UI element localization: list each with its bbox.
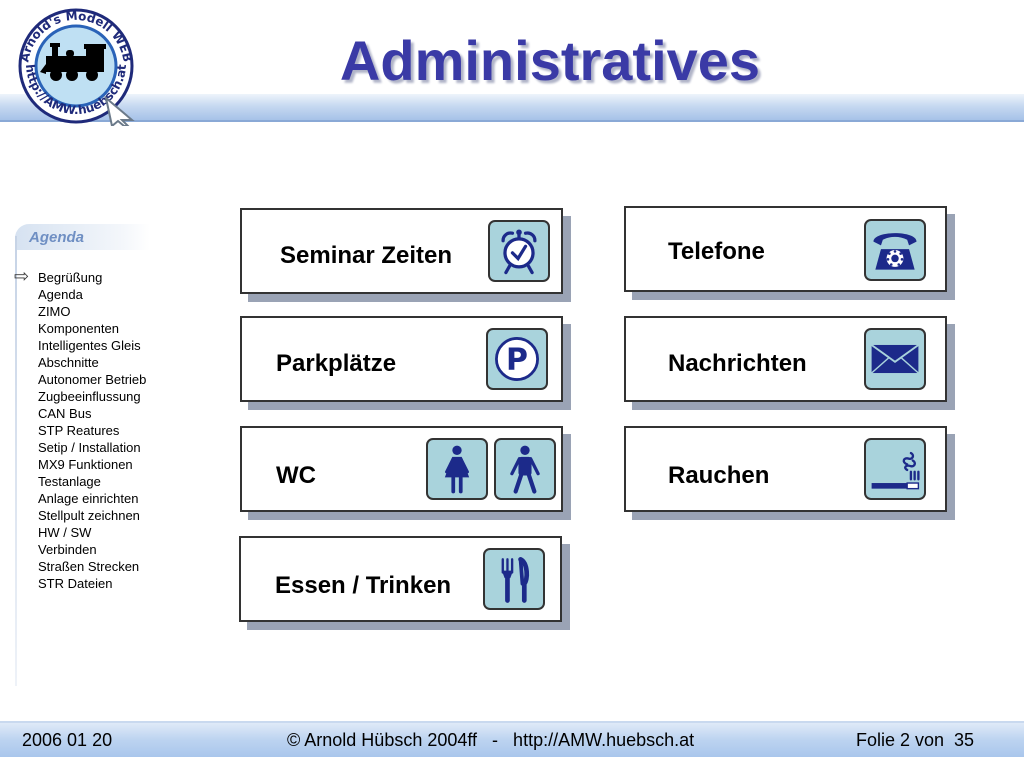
header-band: [0, 94, 1024, 120]
agenda-tab: [15, 224, 150, 250]
current-item-arrow-icon: ⇨: [14, 266, 30, 286]
agenda-item[interactable]: Komponenten: [38, 321, 119, 336]
cigarette-icon: [864, 438, 926, 500]
alarm-clock-icon: [488, 220, 550, 282]
agenda-item[interactable]: Begrüßung: [38, 270, 103, 285]
agenda-item[interactable]: HW / SW: [38, 525, 92, 540]
men-icon: [494, 438, 556, 500]
footer-divider: [0, 721, 1024, 723]
agenda-item[interactable]: Stellpult zeichnen: [38, 508, 140, 523]
agenda-item[interactable]: Autonomer Betrieb: [38, 372, 147, 387]
card-food-drink[interactable]: Essen / Trinken: [239, 536, 562, 622]
parking-letter: P: [506, 342, 528, 377]
agenda-item[interactable]: STP Reatures: [38, 423, 120, 438]
card-seminar-times[interactable]: Seminar Zeiten: [240, 208, 563, 294]
agenda-item[interactable]: Verbinden: [38, 542, 97, 557]
agenda-list: Begrüßung Agenda ZIMO Komponenten Intell…: [38, 269, 146, 592]
agenda-item[interactable]: STR Dateien: [38, 576, 113, 591]
card-label: WC: [276, 462, 316, 489]
amw-logo: Arnold's Modell WEB http://AMW.huebsch.a…: [17, 8, 135, 126]
card-messages[interactable]: Nachrichten: [624, 316, 947, 402]
telephone-icon: [864, 219, 926, 281]
agenda-item[interactable]: Testanlage: [38, 474, 101, 489]
agenda-item[interactable]: ZIMO: [38, 304, 71, 319]
footer-slide-number: Folie 2 von 35: [856, 730, 975, 750]
card-label: Telefone: [668, 238, 765, 265]
agenda-item[interactable]: MX9 Funktionen: [38, 457, 133, 472]
envelope-icon: [864, 328, 926, 390]
card-label: Rauchen: [668, 462, 770, 489]
footer-copyright: © Arnold Hübsch 2004ff - http://AMW.hueb…: [287, 730, 695, 750]
card-smoking[interactable]: Rauchen: [624, 426, 947, 512]
agenda-item[interactable]: Anlage einrichten: [38, 491, 139, 506]
pointer-icon: [104, 95, 135, 126]
footer-date: 2006 01 20: [22, 730, 113, 750]
card-wc[interactable]: WC: [240, 426, 563, 512]
women-icon: [426, 438, 488, 500]
agenda-heading: Agenda: [29, 229, 85, 246]
agenda-item[interactable]: Zugbeeinflussung: [38, 389, 141, 404]
agenda-item[interactable]: Straßen Strecken: [38, 559, 140, 574]
card-parking[interactable]: Parkplätze P: [240, 316, 563, 402]
agenda-item[interactable]: Intelligentes Gleis: [38, 338, 141, 353]
card-phones[interactable]: Telefone: [624, 206, 947, 292]
card-label: Essen / Trinken: [275, 572, 452, 599]
locomotive-icon: [40, 43, 106, 81]
page-title: Administratives: [339, 29, 761, 92]
agenda-item[interactable]: Setip / Installation: [38, 440, 141, 455]
header-divider: [0, 120, 1024, 122]
agenda-item[interactable]: Agenda: [38, 287, 83, 302]
card-label: Seminar Zeiten: [280, 242, 453, 269]
cutlery-icon: [483, 548, 545, 610]
agenda-divider: [15, 236, 17, 686]
parking-icon: P: [486, 328, 548, 390]
card-label: Parkplätze: [276, 350, 397, 377]
agenda-item[interactable]: CAN Bus: [38, 406, 92, 421]
footer-band: [0, 723, 1024, 757]
card-label: Nachrichten: [668, 350, 807, 377]
agenda-item[interactable]: Abschnitte: [38, 355, 99, 370]
